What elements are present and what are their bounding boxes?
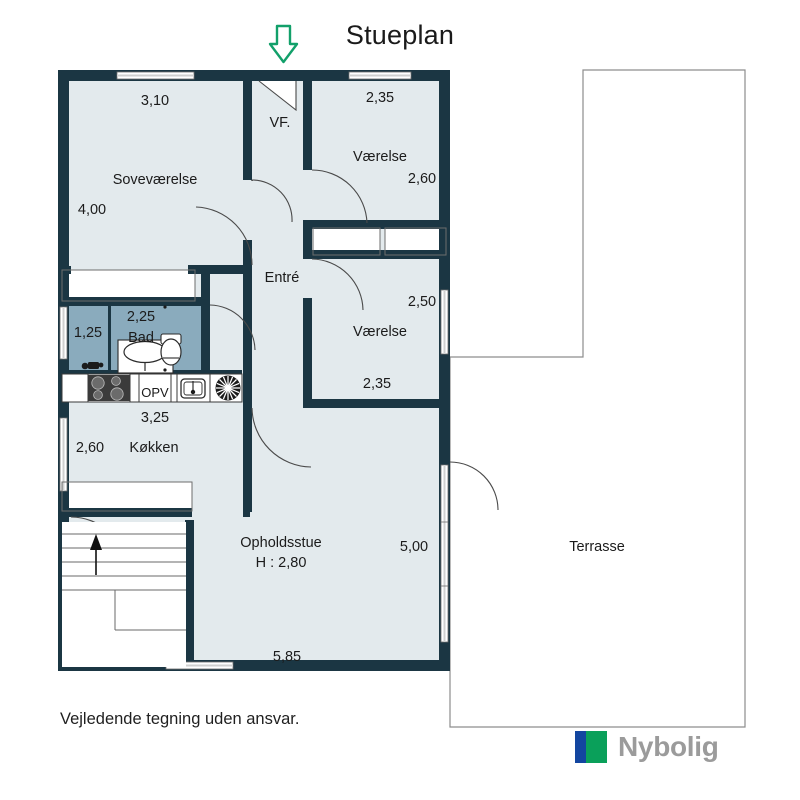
dim-stue-width: 5,85 (273, 649, 301, 665)
dim-stue-height: 5,00 (400, 539, 428, 555)
dim-kitchen-height: 2,60 (76, 440, 104, 456)
brand-name: Nybolig (618, 731, 719, 762)
dim-vaer1-height: 2,60 (408, 171, 436, 187)
label-vaerelse-1: Værelse (353, 149, 407, 165)
closet-bedroom (62, 270, 195, 302)
label-sovevaerelse: Soveværelse (113, 172, 198, 188)
shower-icon (81, 362, 104, 370)
kitchen-fixtures (61, 373, 243, 403)
dim-sove-width: 3,10 (141, 93, 169, 109)
dim-bad-height: 1,25 (74, 325, 102, 341)
dim-vaer2-width: 2,35 (363, 376, 391, 392)
kitchen-counter (62, 482, 192, 512)
mark-green-bar (586, 731, 607, 763)
label-koekken: Køkken (129, 440, 178, 456)
nybolig-mark-icon (575, 731, 607, 763)
windows (59, 71, 449, 670)
dim-sove-height: 4,00 (78, 202, 106, 218)
ventilation-fan-icon (215, 375, 241, 401)
brand-logo: Nybolig (575, 731, 719, 763)
staircase (62, 522, 186, 667)
label-vf: VF. (270, 115, 291, 131)
label-bad: Bad (128, 330, 154, 346)
dim-vaer2-height: 2,50 (408, 294, 436, 310)
page-title: Stueplan (345, 20, 455, 50)
label-opholdsstue-height: H : 2,80 (256, 555, 307, 571)
stairs-up-arrow (90, 534, 102, 550)
room-labels: Soveværelse 3,10 4,00 VF. Værelse 2,35 2… (74, 90, 625, 665)
disclaimer-text: Vejledende tegning uden ansvar. (60, 710, 300, 728)
label-terrasse: Terrasse (569, 539, 625, 555)
dim-kitchen-width: 3,25 (141, 410, 169, 426)
bathroom-fixtures (81, 305, 182, 374)
builtin-outlines (61, 227, 447, 512)
dim-bad-width: 2,25 (127, 309, 155, 325)
mark-blue-bar (575, 731, 586, 763)
toilet-icon (160, 333, 182, 366)
label-opv: OPV (141, 385, 169, 400)
terrace-area (449, 69, 746, 728)
label-opholdsstue: Opholdsstue (240, 535, 321, 551)
entrance-arrow-icon (268, 24, 299, 64)
label-vaerelse-2: Værelse (353, 324, 407, 340)
label-entre: Entré (265, 270, 300, 286)
dim-vaer1-width: 2,35 (366, 90, 394, 106)
